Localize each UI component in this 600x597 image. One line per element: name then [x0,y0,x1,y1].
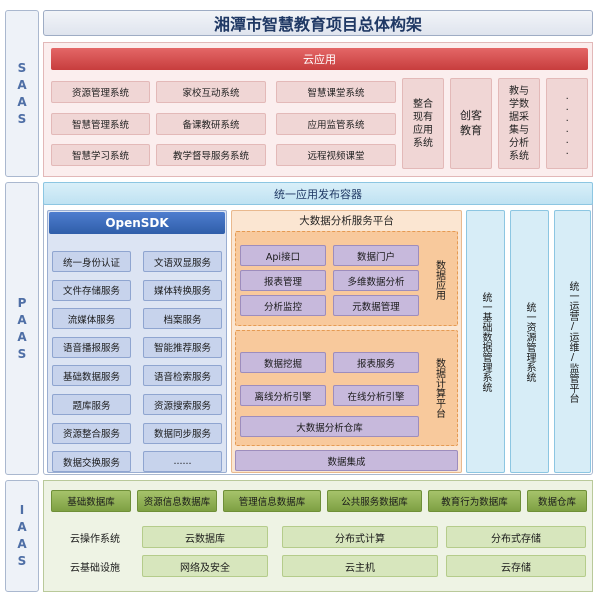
bigdata-cell: 数据门户 [333,245,419,266]
bigdata-title: 大数据分析服务平台 [299,214,394,227]
database-cell: 管理信息数据库 [223,490,321,512]
bigdata-cell: 多维数据分析 [333,270,419,291]
paas-side-label: 统一资源管理系统 [524,301,535,382]
paas-side-label: 统一基础数据管理系统 [480,291,491,392]
sdk-service-cell: 题库服务 [52,394,131,415]
saas-cell: 备课教研系统 [156,113,266,135]
saas-cell: 应用监管系统 [276,113,396,135]
sdk-service-cell: 智能推荐服务 [143,336,222,358]
database-cell: 资源信息数据库 [137,490,217,512]
paas-side-col: 统一运营/运维/监管平台 [554,210,591,473]
layer-letter: A [17,329,27,344]
iaas-layer-label: I A A S [5,480,39,592]
sdk-service-cell: 资源搜索服务 [143,394,222,415]
iaas-item: 云存储 [446,555,586,577]
iaas-item: 分布式存储 [446,526,586,548]
bigdata-cell: 分析监控 [240,295,326,316]
sdk-service-cell: 统一身份认证 [52,251,131,272]
layer-letter: S [17,60,27,75]
sdk-service-cell: 数据同步服务 [143,422,222,444]
sdk-service-cell: 语音检索服务 [143,365,222,387]
sdk-service-cell: 语音播报服务 [52,336,131,358]
sdk-service-cell: 档案服务 [143,308,222,330]
bigdata-cell: 在线分析引擎 [333,385,419,406]
iaas-item: 分布式计算 [282,526,438,548]
layer-letter: S [17,554,27,568]
saas-cell: 智慧管理系统 [51,113,150,135]
saas-cell: 智慧课堂系统 [276,81,396,103]
saas-cell: 远程视频课堂 [276,144,396,166]
iaas-row-label: 云基础设施 [70,562,120,574]
paas-layer-label: P A A S [5,182,39,475]
sdk-service-cell: ...... [143,451,222,473]
page-title: 湘潭市智慧教育项目总体构架 [43,10,593,36]
layer-letter: A [17,312,27,327]
data-app-label: 数据应用 [433,260,445,300]
bigdata-cell: 报表服务 [333,352,419,373]
sdk-service-cell: 文语双显服务 [143,251,222,272]
saas-col-label: 创客教育 [460,109,482,137]
saas-col: 整合现有应用系统 [402,78,444,169]
bigdata-cell: 报表管理 [240,270,326,291]
opensdk-title: OpenSDK [49,212,225,234]
data-app-label-box: 数据应用 [423,238,455,322]
iaas-row-label: 云操作系统 [70,533,120,545]
saas-cell: 资源管理系统 [51,81,150,103]
database-cell: 公共服务数据库 [327,490,422,512]
sdk-service-cell: 数据交换服务 [52,451,131,473]
bigdata-cell: Api接口 [240,245,326,266]
database-cell: 基础数据库 [51,490,131,512]
iaas-item: 云主机 [282,555,438,577]
compute-label-box: 数据计算平台 [423,334,455,442]
iaas-item: 云数据库 [142,526,268,548]
saas-cell: 智慧学习系统 [51,144,150,166]
sdk-service-cell: 资源整合服务 [52,422,131,444]
sdk-service-cell: 文件存储服务 [52,279,131,301]
app-container-bar: 统一应用发布容器 [43,182,593,205]
saas-col-label: 整合现有应用系统 [413,98,433,149]
sdk-service-cell: 基础数据服务 [52,365,131,387]
paas-side-col: 统一资源管理系统 [510,210,549,473]
paas-side-label: 统一运营/运维/监管平台 [567,280,578,403]
data-integration-cell: 数据集成 [235,450,458,471]
saas-cell: 教学督导服务系统 [156,144,266,166]
saas-col-label: 教与学数据采集与分析系统 [509,85,529,162]
saas-layer-label: S A A S [5,10,39,177]
bigdata-cell: 数据挖掘 [240,352,326,373]
layer-letter: S [17,346,27,361]
cloud-app-header: 云应用 [51,48,588,70]
sdk-service-cell: 媒体转换服务 [143,279,222,301]
warehouse-cell: 大数据分析仓库 [240,416,419,437]
layer-letter: A [17,94,27,109]
database-cell: 数据仓库 [527,490,587,512]
database-cell: 教育行为数据库 [428,490,521,512]
compute-label: 数据计算平台 [433,358,445,418]
saas-col: ...... [546,78,588,169]
layer-letter: S [17,111,27,126]
saas-col-label: ...... [561,90,573,157]
layer-letter: P [17,295,27,310]
saas-cell: 家校互动系统 [156,81,266,103]
layer-letter: I [19,503,25,517]
saas-col: 创客教育 [450,78,492,169]
paas-side-col: 统一基础数据管理系统 [466,210,505,473]
iaas-item: 网络及安全 [142,555,268,577]
layer-letter: A [17,77,27,92]
bigdata-cell: 元数据管理 [333,295,419,316]
saas-col: 教与学数据采集与分析系统 [498,78,540,169]
layer-letter: A [17,520,27,534]
sdk-service-cell: 流媒体服务 [52,308,131,330]
layer-letter: A [17,537,27,551]
bigdata-cell: 离线分析引擎 [240,385,326,406]
